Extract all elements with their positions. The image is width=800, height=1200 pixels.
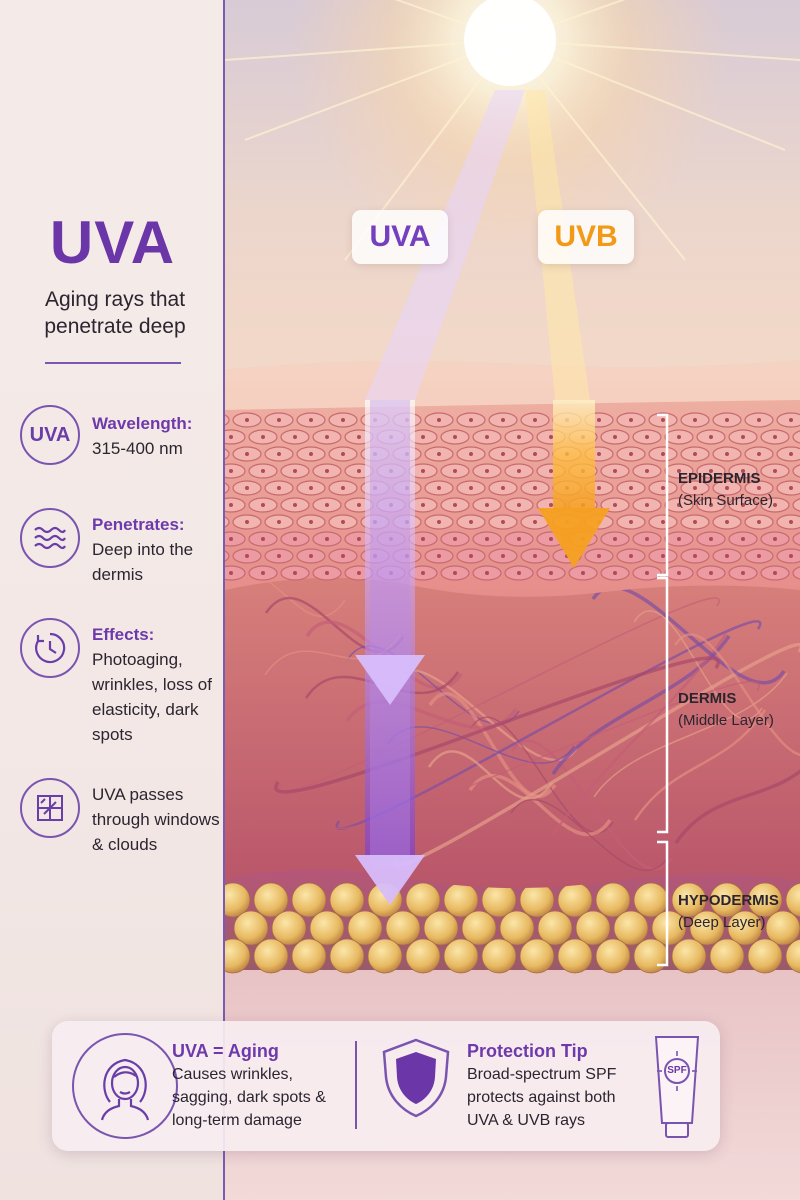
feature-text: 315-400 nm [92,439,183,458]
skin-cross-section [225,0,800,1200]
layer-brackets [657,413,669,967]
feature-text: Photoaging, wrinkles, loss of elasticity… [92,650,212,744]
uva-badge-icon: UVA [20,405,80,465]
protection-tip: Protection Tip Broad-spectrum SPF protec… [467,1041,617,1129]
feature-heading: Wavelength: [92,414,193,433]
feature-heading: Penetrates: [92,515,185,534]
feature-text: UVA passes through windows & clouds [92,785,220,854]
woman-face-icon [72,1033,178,1139]
page-title: UVA [49,209,176,276]
shield-icon [380,1037,452,1124]
clock-icon [20,618,80,678]
fat-cells [225,882,800,974]
card-divider [355,1041,357,1129]
skin-illustration [225,0,800,1200]
page-subtitle: Aging rays that penetrate deep [44,288,186,338]
layer-label-epidermis: EPIDERMIS (Skin Surface) [678,470,774,509]
info-sidebar: UVA Aging rays that penetrate deep UVA W… [0,0,225,1200]
layer-label-dermis: DERMIS (Middle Layer) [678,690,774,729]
divider [45,362,181,364]
sun [225,0,800,261]
feature-heading: Effects: [92,625,155,644]
wave-icon [20,508,80,568]
uvb-beam-label: UVB [538,210,634,264]
layer-label-hypodermis: HYPODERMIS (Deep Layer) [678,892,779,931]
summary-card: UVA = Aging Causes wrinkles, sagging, da… [52,1021,720,1151]
spf-tube-icon: SPF [650,1031,704,1143]
feature-text: Deep into the dermis [92,540,194,584]
spf-label: SPF [667,1065,687,1076]
window-icon [20,778,80,838]
aging-summary: UVA = Aging Causes wrinkles, sagging, da… [172,1041,326,1129]
uva-beam-label: UVA [352,210,448,264]
